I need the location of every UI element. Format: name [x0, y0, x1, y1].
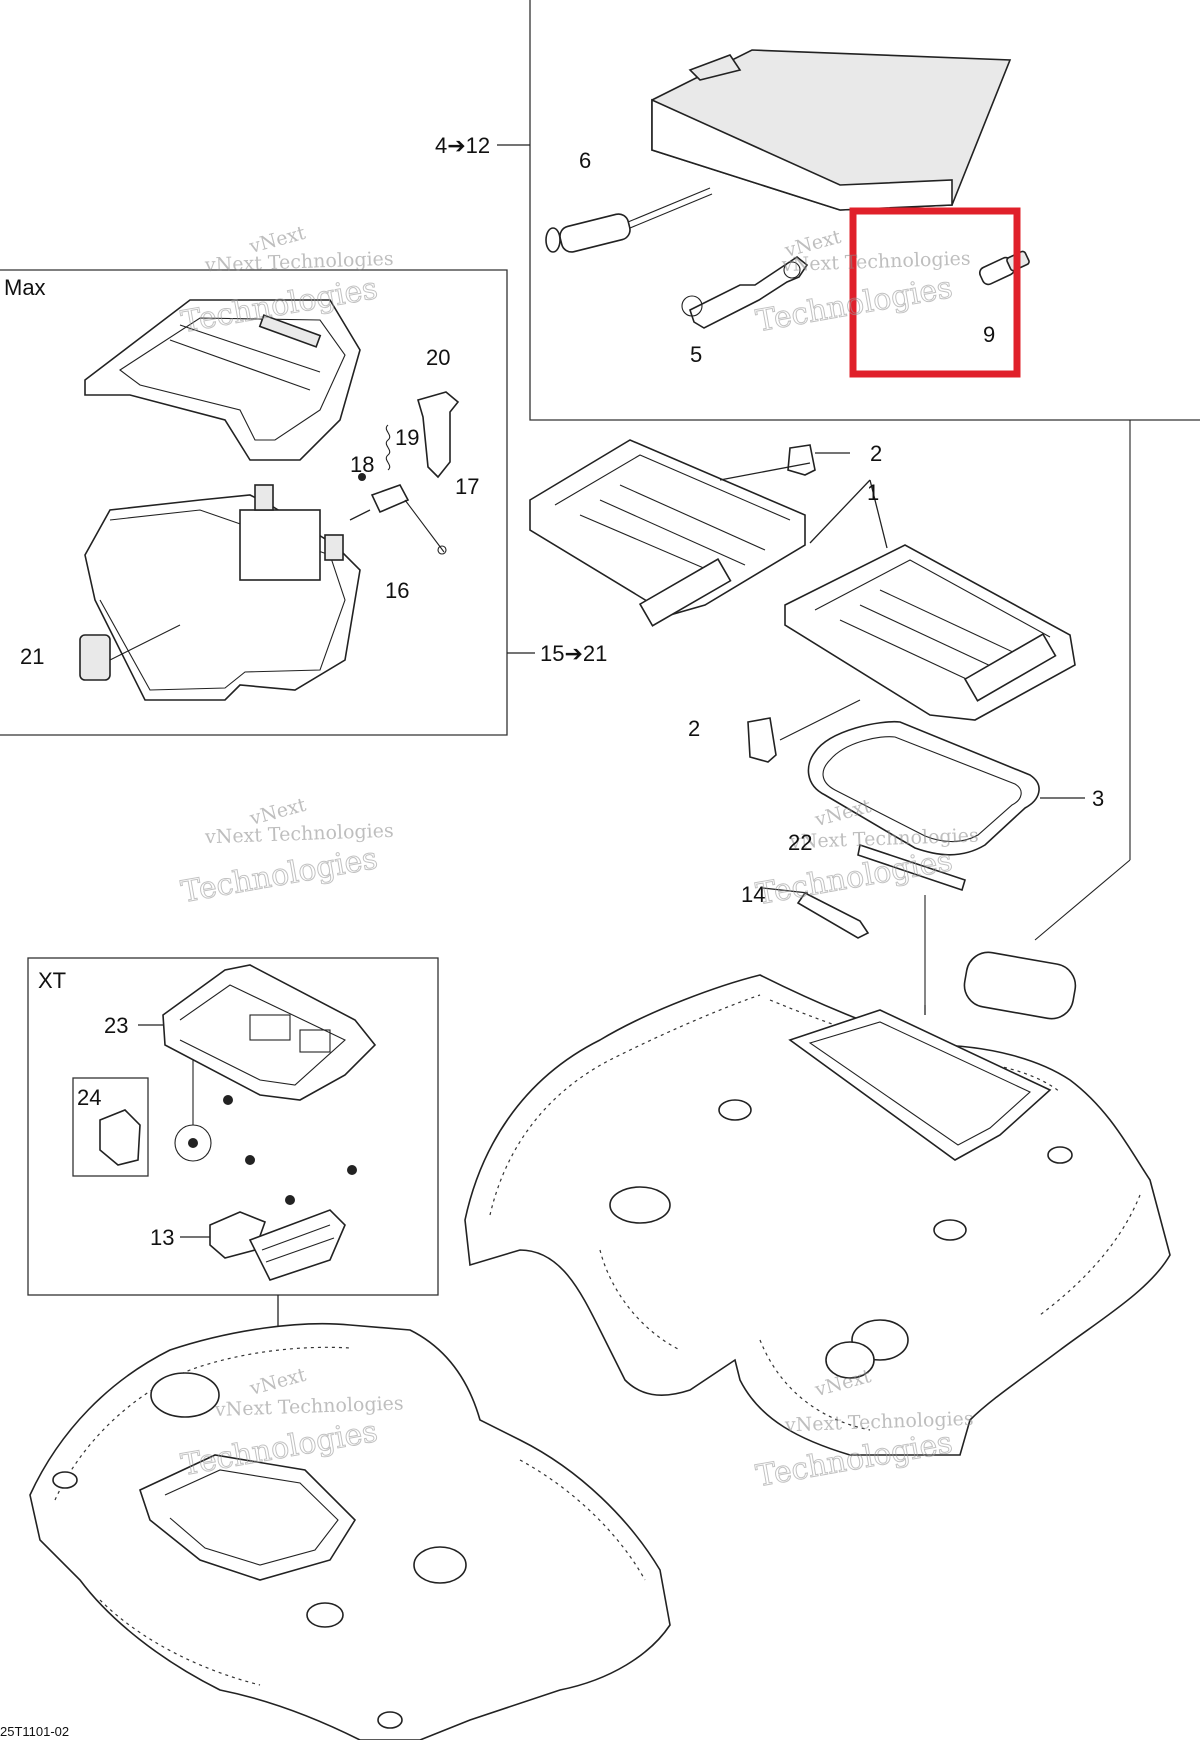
- figure-code: 25T1101-02: [0, 1724, 69, 1739]
- spring-19: [385, 424, 391, 471]
- callout-labels: 4➔12 6 5 9 2 1 2 3 22 14 20 19 18 17 16 …: [0, 133, 1104, 1739]
- label-20: 20: [426, 345, 450, 370]
- label-1: 1: [867, 480, 879, 505]
- max-tub: [84, 484, 361, 701]
- label-6: 6: [579, 148, 591, 173]
- label-9: 9: [983, 322, 995, 347]
- bracket-2-bottom: [747, 699, 861, 763]
- spanner-14: [762, 887, 870, 939]
- label-21: 21: [20, 644, 44, 669]
- bracket-24: [72, 1077, 212, 1177]
- latch-20: [417, 391, 460, 479]
- label-2-bottom: 2: [688, 716, 700, 741]
- tool-bag: [651, 49, 1012, 211]
- max-lid: [84, 299, 361, 461]
- tool-roll: [963, 420, 1131, 1020]
- label-22: 22: [788, 830, 812, 855]
- pin-18: [358, 473, 366, 481]
- fasteners: [188, 1095, 357, 1205]
- label-19: 19: [395, 425, 419, 450]
- label-2-top: 2: [870, 441, 882, 466]
- label-13: 13: [150, 1225, 174, 1250]
- seal-ring-3: [807, 720, 1085, 856]
- highlight-box: [849, 207, 1021, 378]
- label-4-12: 4➔12: [435, 133, 490, 158]
- clip-21: [79, 624, 181, 681]
- bracket-2-top: [787, 444, 850, 476]
- bolt-17: [349, 499, 447, 555]
- item-9-part: [978, 250, 1030, 286]
- xt-frame: [27, 957, 439, 1296]
- item-1-leaders: [719, 462, 888, 549]
- front-fender-xt: [29, 1322, 671, 1740]
- label-3: 3: [1092, 786, 1104, 811]
- label-14: 14: [741, 882, 765, 907]
- label-17: 17: [455, 474, 479, 499]
- part-13: [180, 1209, 346, 1281]
- max-frame: [0, 269, 535, 736]
- hinge-16: [370, 484, 410, 514]
- plate-23: [138, 964, 377, 1125]
- rear-fender: [464, 974, 1171, 1456]
- label-18: 18: [350, 452, 374, 477]
- tool-kit-frame: [497, 0, 1200, 421]
- rack-front: [784, 544, 1076, 721]
- strap-22: [857, 843, 966, 1005]
- box-label-xt: XT: [38, 968, 66, 993]
- label-24: 24: [77, 1085, 101, 1110]
- rack-rear: [529, 439, 806, 627]
- open-wrench: [681, 256, 809, 329]
- box-label-max: Max: [4, 275, 46, 300]
- label-16: 16: [385, 578, 409, 603]
- label-23: 23: [104, 1013, 128, 1038]
- screwdriver: [545, 187, 713, 253]
- label-15-21: 15➔21: [540, 641, 607, 666]
- watermark-line3: Technologies: [179, 841, 381, 910]
- label-5: 5: [690, 342, 702, 367]
